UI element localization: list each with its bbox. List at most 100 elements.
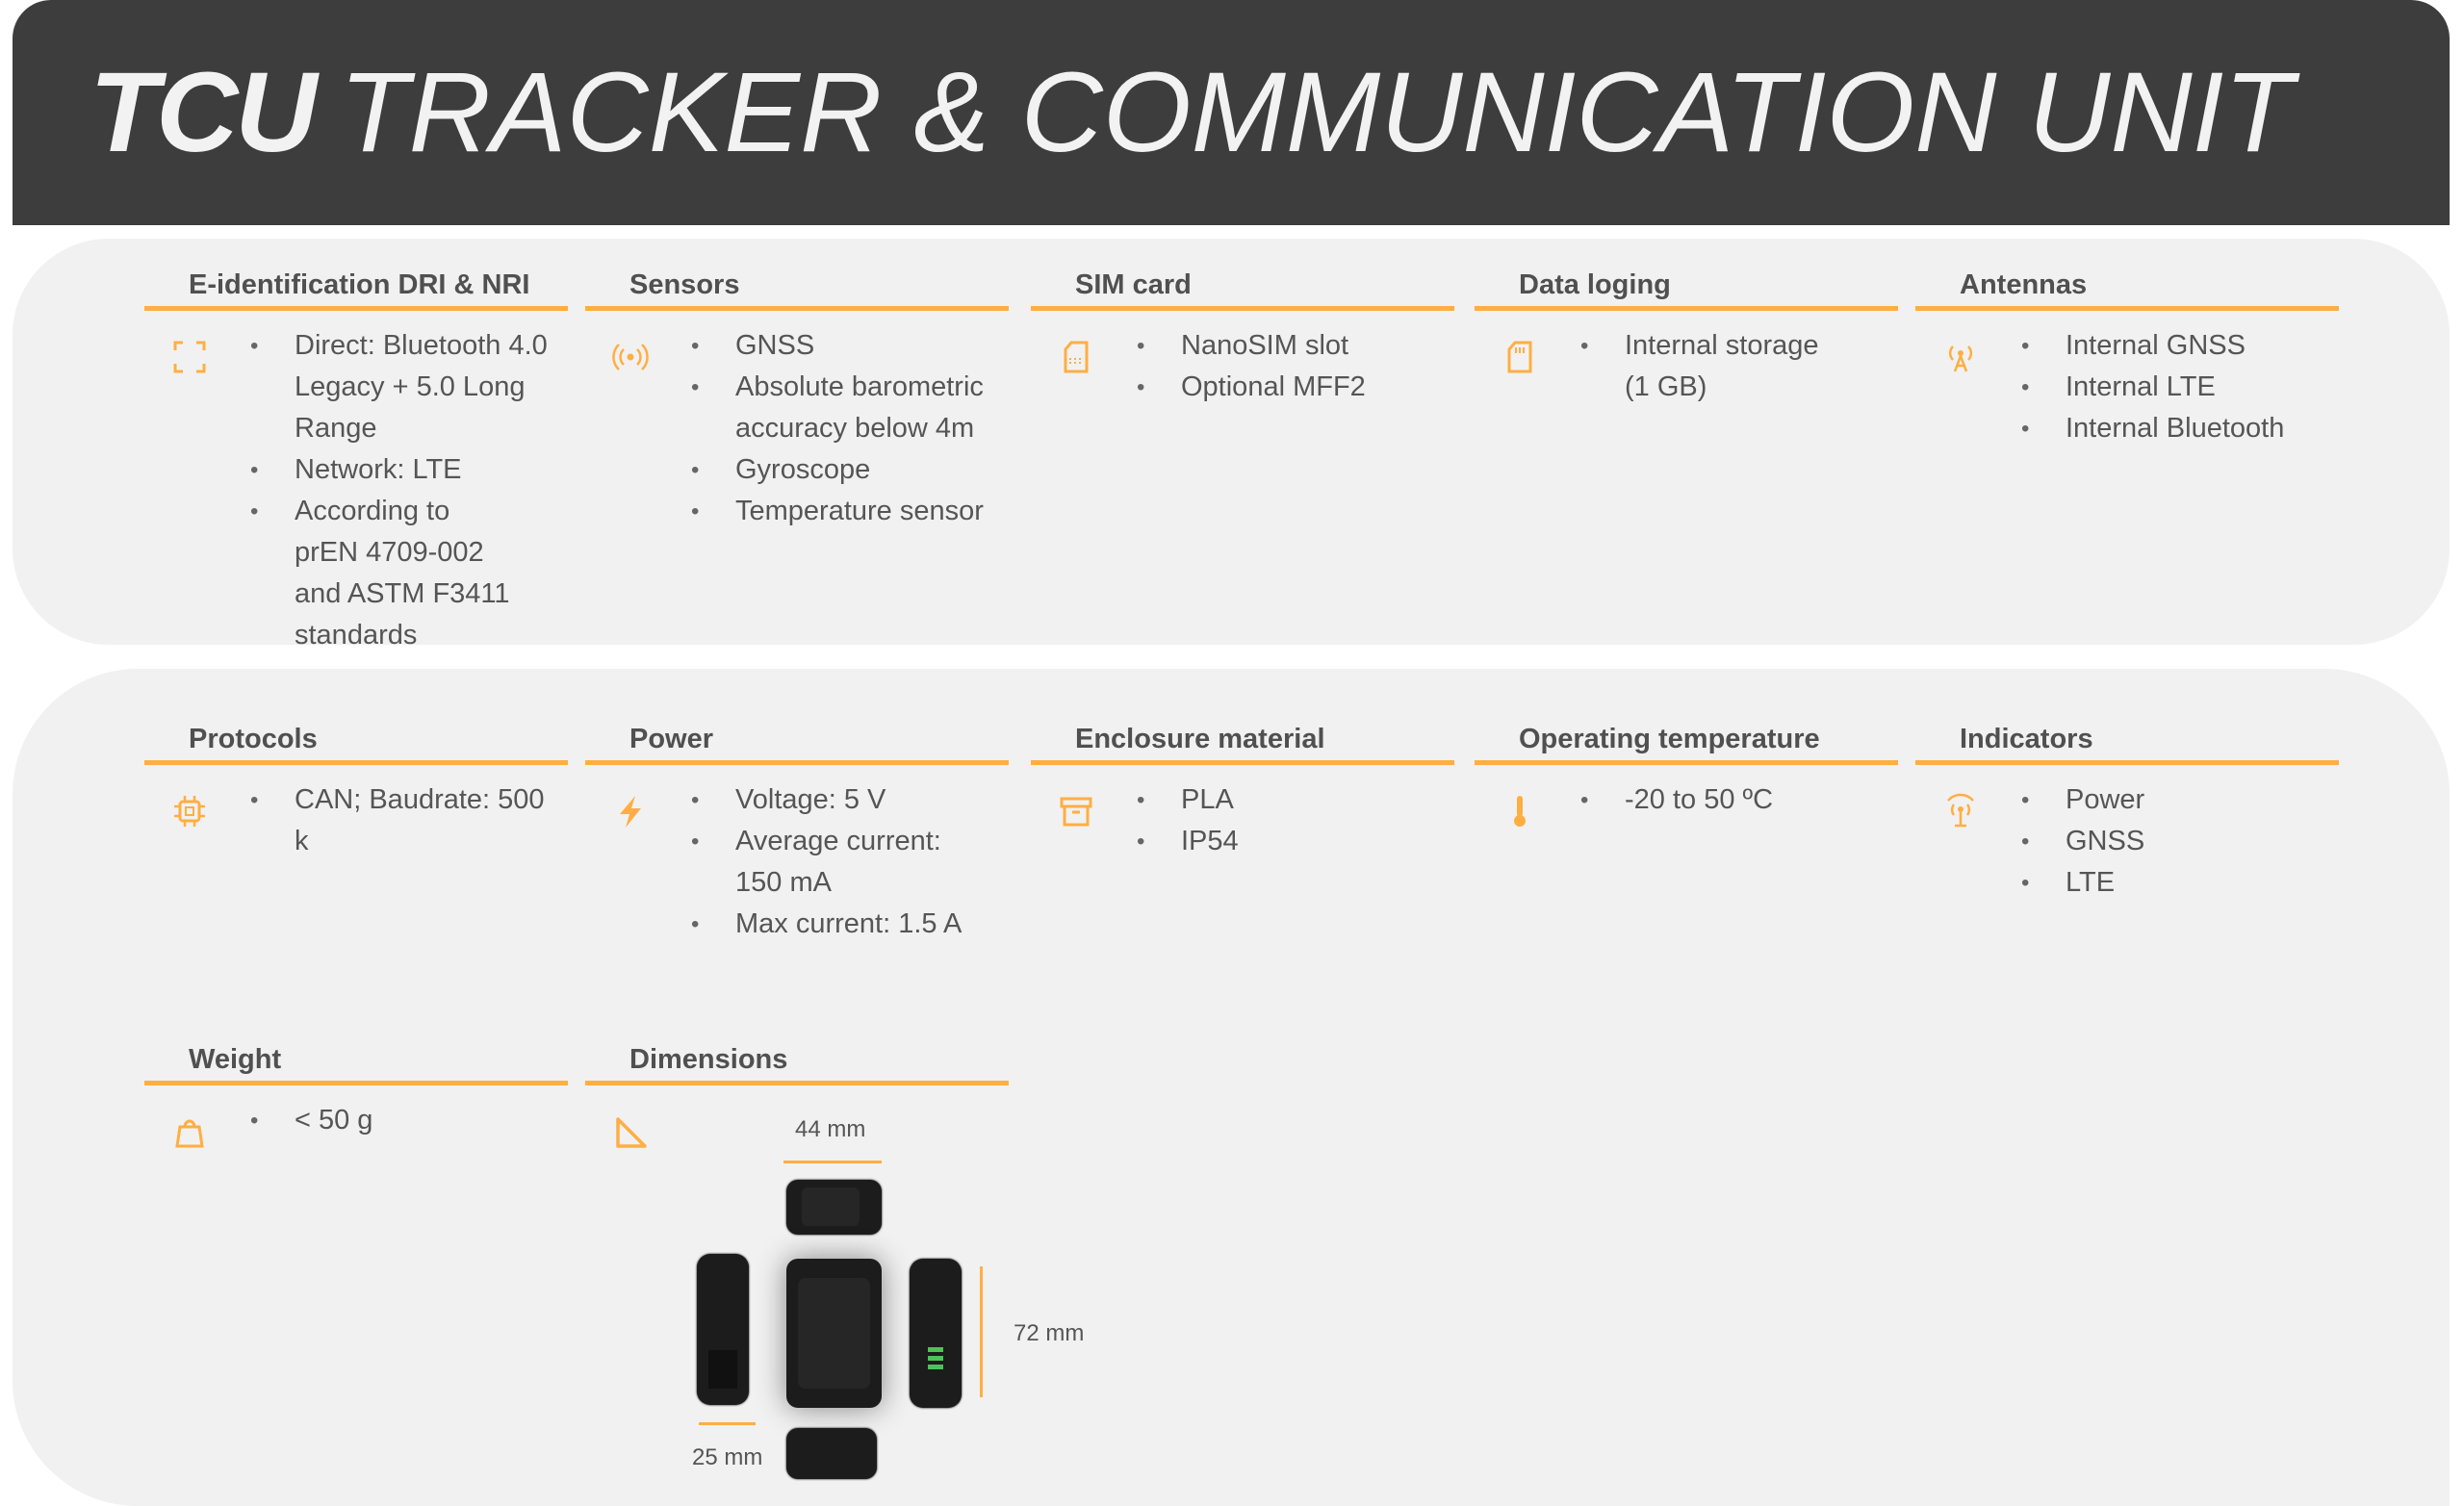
spec-item-text: Gyroscope <box>735 454 871 485</box>
height-label: 72 mm <box>1014 1320 1085 1346</box>
section-divider <box>1475 760 1898 765</box>
device-top-view <box>786 1180 882 1235</box>
spec-item-text: According to <box>295 496 450 526</box>
section-divider <box>585 760 1009 765</box>
spec-list: Internal storage (1 GB) <box>1580 325 1898 408</box>
section-divider <box>585 1081 1009 1085</box>
spec-item-text: GNSS <box>2066 826 2145 856</box>
spec-item-text: Internal LTE <box>2066 371 2216 402</box>
spec-list: CAN; Baudrate: 500 k <box>250 779 568 862</box>
spec-item-text: prEN 4709-002 <box>295 537 484 568</box>
spec-item: According to prEN 4709-002 and ASTM F3411… <box>250 491 568 656</box>
spec-item: -20 to 50 ºC <box>1580 779 1898 821</box>
spec-item: GNSS <box>2021 821 2339 862</box>
section-heading: Sensors <box>629 269 740 300</box>
box-icon <box>1060 797 1092 827</box>
spec-list: -20 to 50 ºC <box>1580 779 1898 821</box>
section-heading: Enclosure material <box>1075 724 1325 754</box>
spec-item-text: < 50 g <box>295 1105 373 1136</box>
spec-item: CAN; Baudrate: 500 k <box>250 779 568 862</box>
section-divider <box>1031 760 1454 765</box>
spec-item-text: Internal storage <box>1625 330 1819 361</box>
spec-item-text: and ASTM F3411 <box>295 578 510 609</box>
section-heading: Antennas <box>1960 269 2088 300</box>
spec-item-text: IP54 <box>1181 826 1239 856</box>
spec-item-text: Internal GNSS <box>2066 330 2246 361</box>
section-heading: Indicators <box>1960 724 2093 754</box>
weight-bag-icon <box>175 1119 204 1148</box>
spec-item-text: GNSS <box>735 330 815 361</box>
section-divider <box>144 306 568 311</box>
width-line <box>783 1161 882 1163</box>
section-heading: Power <box>629 724 714 754</box>
title-bold: TCU <box>90 49 318 176</box>
spec-item: Gyroscope <box>691 449 1009 491</box>
width-label: 44 mm <box>795 1116 866 1142</box>
section-divider <box>1915 760 2339 765</box>
spec-item-text: Network: LTE <box>295 454 462 485</box>
spec-item-text: k <box>295 826 309 856</box>
spec-item-text: Optional MFF2 <box>1181 371 1366 402</box>
spec-item: Internal LTE <box>2021 367 2339 408</box>
chip-icon <box>174 796 205 827</box>
spec-list: PowerGNSS LTE <box>2021 779 2339 904</box>
spec-item-text: CAN; Baudrate: 500 <box>295 784 545 815</box>
spec-item-text: 150 mA <box>735 867 832 898</box>
depth-label: 25 mm <box>692 1444 763 1470</box>
spec-item-text: Power <box>2066 784 2145 815</box>
section-heading: Data loging <box>1519 269 1671 300</box>
spec-item-text: Legacy + 5.0 Long <box>295 371 526 402</box>
device-front-view <box>786 1259 882 1408</box>
spec-item: Temperature sensor <box>691 491 1009 532</box>
spec-item-text: Internal Bluetooth <box>2066 413 2285 444</box>
title-rest: TRACKER & COMMUNICATION UNIT <box>339 49 2294 176</box>
section-divider <box>585 306 1009 311</box>
depth-line <box>699 1422 756 1425</box>
section-heading: E-identification DRI & NRI <box>189 269 530 300</box>
spec-item-text: PLA <box>1181 784 1234 815</box>
spec-item-text: standards <box>295 620 418 651</box>
height-line <box>980 1266 983 1397</box>
spec-list: Voltage: 5 VAverage current: 150 mAMax c… <box>691 779 1009 945</box>
spec-item: Max current: 1.5 A <box>691 904 1009 945</box>
spec-item-text: Max current: 1.5 A <box>735 908 962 939</box>
spec-list: Internal GNSS Internal LTE Internal Blueto… <box>2021 325 2339 449</box>
spec-item-text: (1 GB) <box>1625 371 1707 402</box>
spec-item: < 50 g <box>250 1100 568 1141</box>
spec-item-text: LTE <box>2066 867 2116 898</box>
spec-item: Internal Bluetooth <box>2021 408 2339 449</box>
section-heading: Operating temperature <box>1519 724 1820 754</box>
thermometer-icon <box>1514 796 1526 827</box>
spec-list: PLA IP54 <box>1137 779 1454 862</box>
spec-item: LTE <box>2021 862 2339 904</box>
section-divider <box>144 760 568 765</box>
section-heading: Weight <box>189 1044 282 1075</box>
lightning-icon <box>620 796 641 828</box>
signal-tower-icon <box>1947 793 1974 828</box>
section-divider <box>1915 306 2339 311</box>
sd-card-icon <box>1507 341 1532 373</box>
spec-item: Network: LTE <box>250 449 568 491</box>
spec-list: < 50 g <box>250 1100 568 1141</box>
spec-item-text: -20 to 50 ºC <box>1625 784 1774 815</box>
spec-list: NanoSIM slotOptional MFF2 <box>1137 325 1454 408</box>
broadcast-icon <box>612 344 649 370</box>
spec-item-text: Direct: Bluetooth 4.0 <box>295 330 548 361</box>
section-divider <box>144 1081 568 1085</box>
section-divider <box>1031 306 1454 311</box>
section-divider <box>1475 306 1898 311</box>
spec-item: NanoSIM slot <box>1137 325 1454 367</box>
spec-item: Internal storage (1 GB) <box>1580 325 1898 408</box>
spec-item-text: NanoSIM slot <box>1181 330 1349 361</box>
spec-item: GNSS <box>691 325 1009 367</box>
spec-item-text: Average current: <box>735 826 941 856</box>
sim-card-icon <box>1064 341 1089 373</box>
device-left-view <box>697 1254 749 1405</box>
spec-item-text: accuracy below 4m <box>735 413 975 444</box>
scan-frame-icon <box>173 341 206 373</box>
device-right-view <box>910 1259 962 1408</box>
